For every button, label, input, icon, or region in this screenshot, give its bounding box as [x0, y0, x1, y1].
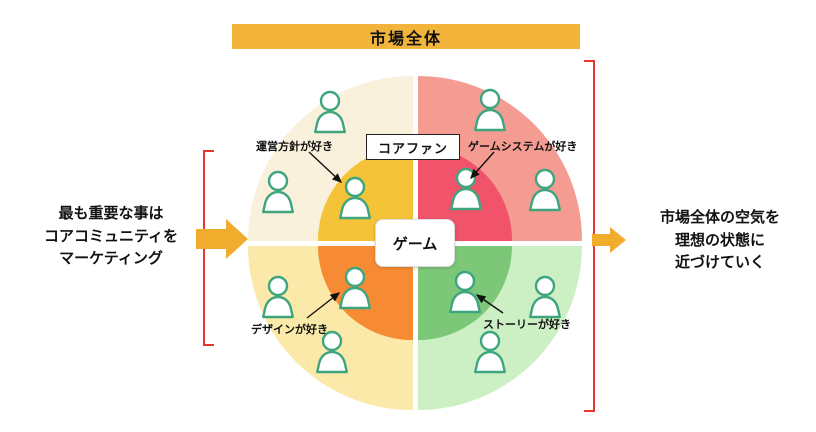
right-note: 市場全体の空気を 理想の状態に 近づけていく: [632, 207, 808, 275]
quadrant-label-bottom-right: ストーリーが好き: [483, 319, 571, 331]
person-icon: [444, 269, 486, 315]
left-note-line: マーケティング: [59, 250, 163, 267]
person-icon: [469, 329, 511, 375]
right-note-line: 市場全体の空気を: [659, 209, 780, 226]
right-note-line: 理想の状態に: [674, 231, 765, 249]
person-icon: [445, 166, 487, 212]
person-icon: [311, 329, 353, 375]
market-circle: ゲーム: [248, 76, 582, 410]
right-note-line: 近づけていく: [674, 254, 765, 271]
left-note-line: 最も重要な事は: [58, 205, 164, 222]
left-note: 最も重要な事は コアコミュニティを マーケティング: [22, 203, 200, 271]
game-center-box: ゲーム: [375, 219, 455, 267]
person-icon: [257, 274, 299, 320]
market-banner: 市場全体: [232, 24, 580, 49]
person-icon: [334, 265, 376, 311]
left-flow-arrow-icon: [196, 219, 248, 259]
quadrant-label-top-right: ゲームシステムが好き: [468, 141, 578, 153]
quadrant-label-bottom-left: デザインが好き: [251, 324, 328, 336]
right-flow-arrow-icon: [592, 227, 626, 253]
person-icon: [524, 167, 566, 213]
person-icon: [309, 89, 351, 135]
quadrant-label-top-left: 運営方針が好き: [256, 141, 333, 153]
core-fan-label-box: コアファン: [366, 134, 460, 160]
left-note-line: コアコミュニティを: [43, 227, 179, 245]
person-icon: [334, 175, 376, 221]
person-icon: [469, 87, 511, 133]
person-icon: [257, 169, 299, 215]
person-icon: [524, 274, 566, 320]
